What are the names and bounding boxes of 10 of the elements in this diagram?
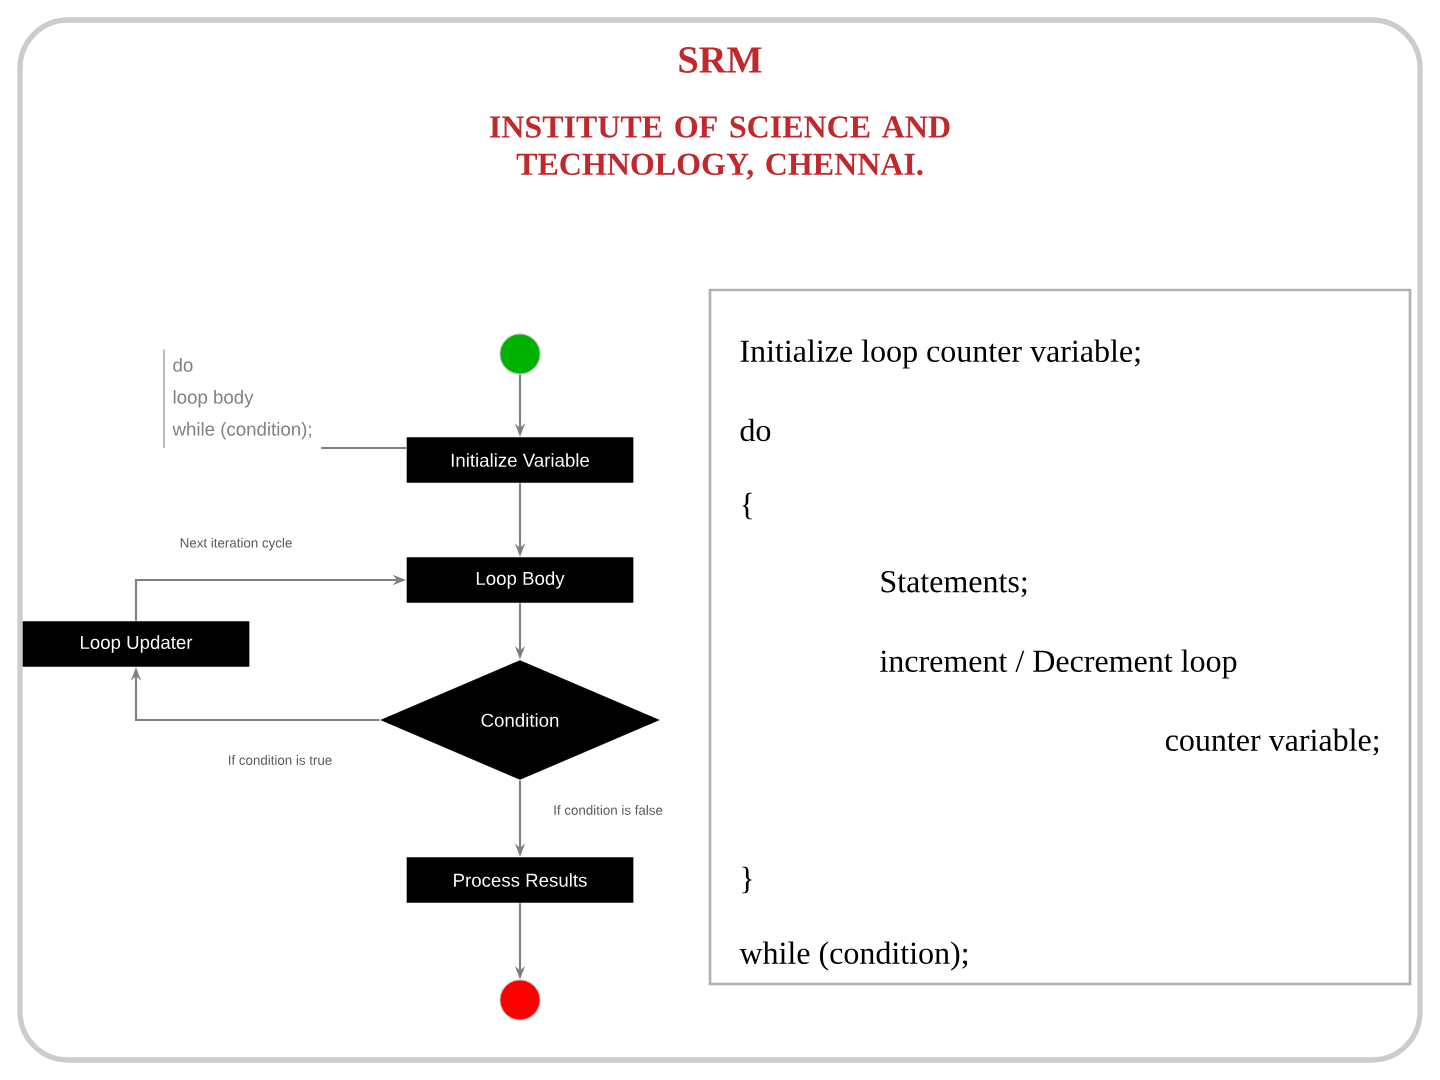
title: SRM [679,47,762,73]
process-box: Loop Updater [22,621,250,667]
start-circle [499,333,541,375]
process-box: Loop Body [406,557,634,603]
note-text: do loop body while (condition); [163,349,311,449]
process-box: Initialize Variable [406,437,634,483]
subtitle: INSTITUTE OF SCIENCE AND TECHNOLOGY, CHENNAI. [489,116,950,180]
process-box: Process Results [406,857,634,903]
code-panel: Initialize loop counter variable; do { Statements; increment / Decrement loop counter variable; } while (condition); [708,288,1412,986]
end-circle [499,979,541,1021]
